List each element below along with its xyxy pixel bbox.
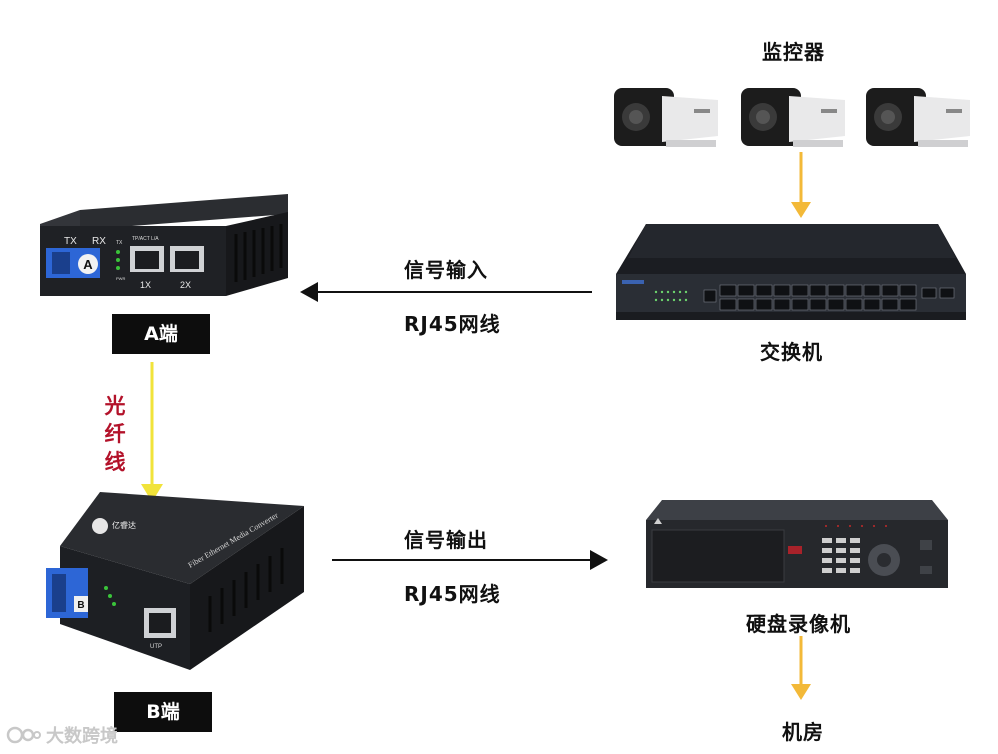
converter-a-port-status-label: TP/ACT L/A — [132, 236, 159, 242]
a-end-badge: A端 — [112, 314, 210, 354]
camera-2 — [741, 88, 845, 147]
cable-top-label: RJ45网线 — [404, 312, 501, 336]
watermark: 大数跨境 — [6, 722, 118, 748]
switch-device — [616, 224, 966, 320]
converter-a-tx-port-label: TX — [64, 236, 77, 247]
converter-b-brand: 亿睿达 — [112, 520, 136, 530]
arrow-cameras-to-switch — [791, 152, 811, 218]
converter-b: 亿睿达 Fiber Ethernet Media Converter B UTP — [46, 492, 304, 670]
watermark-logo-icon — [6, 726, 41, 744]
converter-a-pwr-label: PWR — [116, 276, 125, 281]
converter-a-led-label: TX — [116, 240, 123, 246]
converter-a-rx-port-label: RX — [92, 236, 106, 247]
nvr-device — [646, 500, 948, 588]
cameras-label: 监控器 — [762, 40, 825, 64]
signal-output-label: 信号输出 — [404, 528, 488, 552]
arrow-signal-input — [300, 282, 592, 302]
watermark-text: 大数跨境 — [46, 726, 118, 747]
b-end-badge: B端 — [114, 692, 212, 732]
arrow-signal-output — [332, 550, 608, 570]
camera-3 — [866, 88, 970, 147]
switch-label: 交换机 — [760, 340, 823, 364]
signal-input-label: 信号输入 — [404, 258, 488, 282]
arrow-nvr-to-room — [791, 636, 811, 700]
converter-a: A TX RX TX PWR TP/ACT L/A 1X 2X — [40, 194, 288, 296]
nvr-label: 硬盘录像机 — [746, 612, 851, 636]
camera-1 — [614, 88, 718, 147]
converter-a-port-1-label: 1X — [140, 280, 151, 290]
room-label: 机房 — [782, 720, 824, 744]
converter-a-fiber-letter: A — [83, 257, 93, 272]
converter-b-fiber-letter: B — [77, 600, 84, 611]
converter-a-port-2-label: 2X — [180, 280, 191, 290]
converter-b-utp-label: UTP — [150, 644, 162, 650]
fiber-label: 光纤线 — [104, 394, 126, 474]
fiber-line — [141, 362, 163, 502]
cable-bottom-label: RJ45网线 — [404, 582, 501, 606]
